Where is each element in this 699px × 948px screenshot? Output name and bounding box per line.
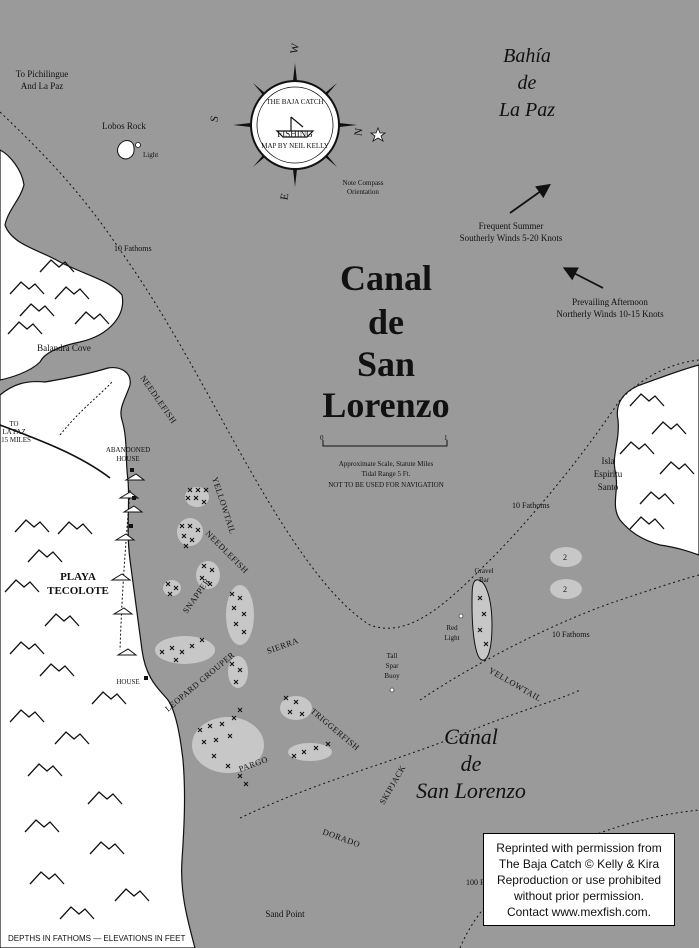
permission-notice: Reprinted with permission from The Baja … (483, 833, 675, 926)
compass-rose-icon (233, 63, 357, 187)
depth-100: 100 F (466, 878, 485, 887)
compass-badge-bottom: MAP BY NEIL KELLY (261, 142, 329, 150)
permission-line-2: The Baja Catch © Kelly & Kira (498, 857, 660, 871)
land-isla-espiritu-santo (613, 364, 699, 556)
compass-note-2: Orientation (347, 188, 379, 196)
shoal-upper (550, 547, 582, 567)
bay-title-2: de (518, 72, 537, 94)
house-markers (129, 468, 148, 680)
scale-bar (322, 440, 448, 447)
gravel-bar (471, 579, 493, 661)
lower-channel-3: San Lorenzo (416, 778, 526, 803)
lobos-rock (117, 140, 135, 160)
wind-afternoon-2: Northerly Winds 10-15 Knots (556, 309, 664, 319)
depth-10-fathoms-b: 10 Fathoms (512, 501, 550, 510)
compass-badge-top: THE BAJA CATCH (266, 98, 323, 106)
compass-badge-middle: FISHING (277, 129, 313, 139)
permission-line-3: Reproduction or use prohibited (496, 873, 662, 887)
compass-n: N (352, 127, 365, 137)
spar-buoy-marker (389, 687, 395, 693)
to-la-paz-2: LA PAZ (2, 428, 25, 436)
channel-title-3: San (357, 344, 415, 384)
wind-arrow-icon (562, 267, 604, 289)
to-la-paz-1: TO (9, 420, 18, 428)
compass-s: S (208, 115, 221, 123)
permission-line-4: without prior permission. (513, 889, 645, 903)
abandoned-house-1: ABANDONED (106, 446, 150, 454)
depth-10-fathoms-a: 10 Fathoms (114, 244, 152, 253)
permission-line-5: Contact www.mexfish.com. (506, 905, 652, 919)
lower-channel-2: de (461, 751, 482, 776)
red-light-marker (458, 613, 464, 619)
house-label: HOUSE (116, 678, 139, 686)
light-marker (135, 142, 141, 148)
shoal-lower (550, 579, 582, 599)
beach-trail (119, 489, 131, 651)
permission-line-1: Reprinted with permission from (496, 841, 662, 855)
channel-title-1: Canal (340, 258, 432, 298)
wind-summer-1: Frequent Summer (479, 221, 544, 231)
wind-afternoon-1: Prevailing Afternoon (572, 297, 648, 307)
sand-point-label: Sand Point (265, 909, 305, 919)
playa-2: TECOLOTE (47, 585, 109, 597)
playa-1: PLAYA (60, 571, 96, 583)
road (0, 424, 111, 479)
wind-arrow-icon (509, 183, 551, 214)
pichilingue-1: To Pichilingue (16, 69, 69, 79)
lobos-rock-label: Lobos Rock (102, 121, 146, 131)
trail (59, 381, 113, 436)
depth-10-fathoms-c: 10 Fathoms (552, 630, 590, 639)
bay-title-1: Bahía (503, 45, 551, 67)
isla-2: Espiritu (594, 469, 623, 479)
bay-title-3: La Paz (498, 99, 555, 121)
spar-buoy-3: Buoy (384, 672, 400, 680)
red-light-2: Light (444, 634, 459, 642)
scale-line-1: Approximate Scale, Statute Miles (339, 460, 434, 468)
reef-patches (155, 487, 489, 787)
wind-summer-2: Southerly Winds 5-20 Knots (460, 233, 563, 243)
gravel-bar-2: Bar (479, 576, 490, 584)
spar-buoy-2: Spar (386, 662, 400, 670)
shoal-depth-b: 2 (563, 585, 567, 594)
abandoned-house-2: HOUSE (116, 455, 139, 463)
channel-title-2: de (368, 302, 404, 342)
compass-e: E (278, 192, 291, 201)
scale-start: 0 (320, 434, 324, 442)
compass-note-1: Note Compass (342, 179, 383, 187)
land-west-coast (0, 367, 196, 948)
balandra-label: Balandra Cove (37, 343, 91, 353)
red-light-1: Red (446, 624, 458, 632)
to-la-paz-3: 15 MILES (1, 436, 31, 444)
isla-3: Santo (598, 482, 619, 492)
compass-w: W (288, 42, 302, 55)
shoal-depth-a: 2 (563, 553, 567, 562)
isla-1: Isla (602, 456, 615, 466)
spar-buoy-1: Tall (387, 652, 398, 660)
light-label: Light (143, 151, 158, 159)
channel-title-4: Lorenzo (322, 385, 449, 425)
lower-channel-1: Canal (444, 724, 498, 749)
map-footer: DEPTHS IN FATHOMS — ELEVATIONS IN FEET (8, 934, 186, 943)
scale-line-3: NOT TO BE USED FOR NAVIGATION (328, 481, 444, 489)
gravel-bar-1: Gravel (474, 567, 493, 575)
scale-line-2: Tidal Range 5 Ft. (362, 470, 411, 478)
scale-end: 1 (444, 434, 448, 442)
pichilingue-2: And La Paz (21, 81, 64, 91)
palapa-icons (110, 473, 146, 656)
star-icon (369, 126, 387, 142)
